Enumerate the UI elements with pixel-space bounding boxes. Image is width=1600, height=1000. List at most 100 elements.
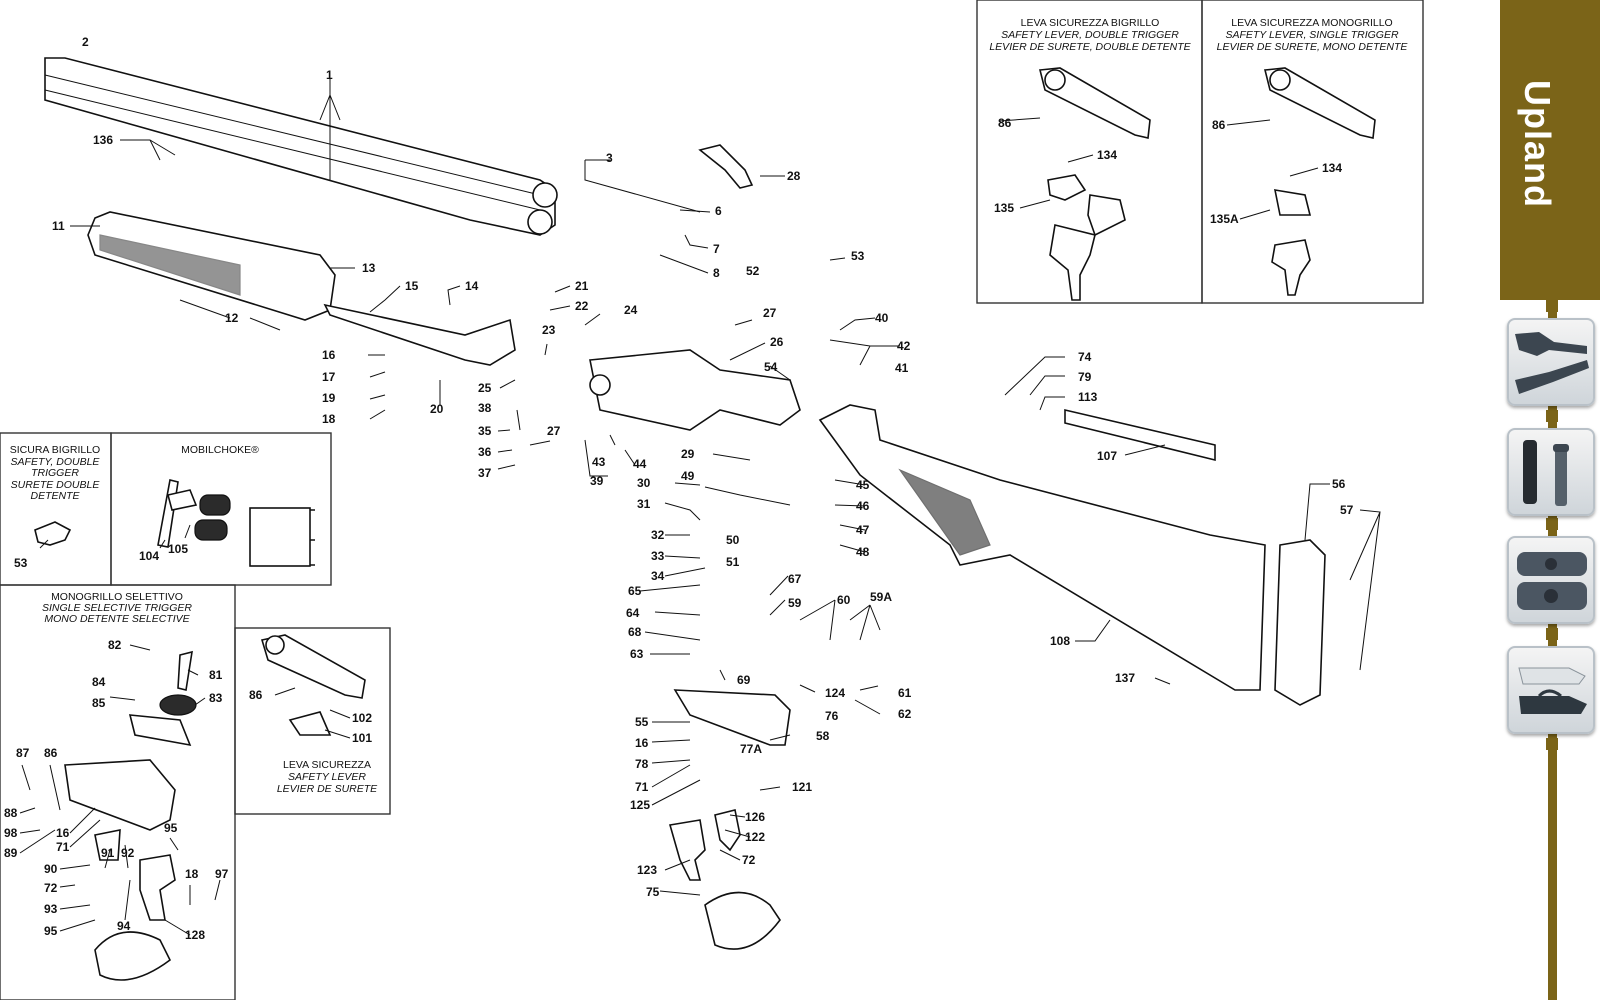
- callout-122: 122: [745, 830, 765, 844]
- callout-74: 74: [1078, 350, 1092, 364]
- callout-59: 59: [788, 596, 802, 610]
- callout-25: 25: [478, 381, 492, 395]
- exploded-parts-diagram: LEVA SICUREZZA BIGRILLO SAFETY LEVER, DO…: [0, 0, 1424, 1000]
- callout-28: 28: [787, 169, 801, 183]
- callout-29: 29: [681, 447, 695, 461]
- svg-text:SAFETY LEVER: SAFETY LEVER: [288, 771, 366, 783]
- callout-54: 54: [764, 360, 778, 374]
- callout-79: 79: [1078, 370, 1092, 384]
- triggers: [668, 809, 741, 881]
- thumbnail-choke-tubes[interactable]: [1507, 428, 1595, 516]
- svg-text:LEVA SICUREZZA: LEVA SICUREZZA: [283, 759, 371, 771]
- callout-31: 31: [637, 497, 651, 511]
- callout-42: 42: [897, 339, 911, 353]
- callout-101: 101: [352, 731, 372, 745]
- callout-16b: 16: [635, 736, 649, 750]
- callout-32: 32: [651, 528, 665, 542]
- sidebar-marker: [1546, 518, 1558, 530]
- callout-86-single: 86: [1212, 118, 1226, 132]
- callout-labels: 1 2 3 6 7 8 11 12 13 14 15 16 17 18 19 2…: [4, 35, 1354, 942]
- callout-12: 12: [225, 311, 239, 325]
- callout-78: 78: [635, 757, 649, 771]
- callout-67: 67: [788, 572, 802, 586]
- callout-47: 47: [856, 523, 870, 537]
- callout-30: 30: [637, 476, 651, 490]
- callout-38: 38: [478, 401, 492, 415]
- callout-64: 64: [626, 606, 640, 620]
- svg-text:SINGLE SELECTIVE TRIGGER: SINGLE SELECTIVE TRIGGER: [42, 602, 192, 614]
- callout-62: 62: [898, 707, 912, 721]
- callout-76: 76: [825, 709, 839, 723]
- receiver: [589, 349, 801, 431]
- callout-8: 8: [713, 266, 720, 280]
- thumbnail-stock-barrel[interactable]: [1507, 318, 1595, 406]
- callout-17: 17: [322, 370, 336, 384]
- callout-59a: 59A: [870, 590, 892, 604]
- callout-84: 84: [92, 675, 106, 689]
- callout-43: 43: [592, 455, 606, 469]
- callout-137: 137: [1115, 671, 1135, 685]
- callout-40: 40: [875, 311, 889, 325]
- callout-50: 50: [726, 533, 740, 547]
- svg-text:MONOGRILLO SELETTIVO: MONOGRILLO SELETTIVO: [51, 591, 183, 603]
- soft-gun-case-icon: [1518, 667, 1587, 714]
- callout-81: 81: [209, 668, 223, 682]
- callout-22: 22: [575, 299, 589, 313]
- svg-text:SICURA BIGRILLO: SICURA BIGRILLO: [10, 444, 100, 456]
- callout-77a: 77A: [740, 742, 762, 756]
- svg-text:LEVA SICUREZZA MONOGRILLO: LEVA SICUREZZA MONOGRILLO: [1231, 17, 1392, 29]
- callout-108: 108: [1050, 634, 1070, 648]
- callout-19: 19: [322, 391, 336, 405]
- inset-monogrillo-selettivo: MONOGRILLO SELETTIVO SINGLE SELECTIVE TR…: [0, 584, 236, 1000]
- inset-safety-lever-single-trigger: LEVA SICUREZZA MONOGRILLO SAFETY LEVER, …: [1201, 0, 1424, 304]
- choke-tubes-icon: [1523, 440, 1569, 506]
- svg-text:SURETE DOUBLE: SURETE DOUBLE: [11, 479, 101, 491]
- callout-55: 55: [635, 715, 649, 729]
- callout-53-sicura: 53: [14, 556, 28, 570]
- callout-57: 57: [1340, 503, 1354, 517]
- sidebar-marker: [1546, 300, 1558, 312]
- callout-124: 124: [825, 686, 845, 700]
- callout-104: 104: [139, 549, 159, 563]
- gun-case-icon: [1517, 552, 1587, 610]
- callout-97: 97: [215, 867, 229, 881]
- inset-mobilchoke: MOBILCHOKE®: [110, 432, 332, 586]
- recoil-pad: [1274, 539, 1326, 706]
- svg-text:DETENTE: DETENTE: [30, 490, 80, 502]
- svg-text:LEVIER DE SURETE, DOUBLE DETEN: LEVIER DE SURETE, DOUBLE DETENTE: [989, 41, 1191, 53]
- callout-136: 136: [93, 133, 113, 147]
- callout-93: 93: [44, 902, 58, 916]
- callout-75: 75: [646, 885, 660, 899]
- callout-56: 56: [1332, 477, 1346, 491]
- callout-94: 94: [117, 919, 131, 933]
- svg-text:TRIGGER: TRIGGER: [31, 467, 79, 479]
- callout-113: 113: [1078, 390, 1098, 404]
- callout-98: 98: [4, 826, 18, 840]
- callout-86-double: 86: [998, 116, 1012, 130]
- sidebar-title-band: Upland: [1500, 0, 1600, 300]
- callout-63: 63: [630, 647, 644, 661]
- callout-1: 1: [326, 68, 333, 82]
- callout-82: 82: [108, 638, 122, 652]
- callout-72: 72: [742, 853, 756, 867]
- callout-14: 14: [465, 279, 479, 293]
- callout-45: 45: [856, 478, 870, 492]
- svg-text:SAFETY LEVER, DOUBLE TRIGGER: SAFETY LEVER, DOUBLE TRIGGER: [1001, 29, 1179, 41]
- callout-36: 36: [478, 445, 492, 459]
- callout-121: 121: [792, 780, 812, 794]
- forend-iron: [323, 303, 516, 366]
- callout-65: 65: [628, 584, 642, 598]
- callout-49: 49: [681, 469, 695, 483]
- callout-18: 18: [322, 412, 336, 426]
- callout-58: 58: [816, 729, 830, 743]
- thumbnail-gun-case[interactable]: [1507, 536, 1595, 624]
- svg-text:LEVIER DE SURETE, MONO DETENTE: LEVIER DE SURETE, MONO DETENTE: [1217, 41, 1409, 53]
- callout-11: 11: [52, 219, 65, 233]
- callout-134-double: 134: [1097, 148, 1117, 162]
- thumbnail-soft-case[interactable]: [1507, 646, 1595, 734]
- callout-85: 85: [92, 696, 106, 710]
- callout-15: 15: [405, 279, 419, 293]
- sidebar-marker: [1546, 738, 1558, 750]
- callout-21: 21: [575, 279, 589, 293]
- callout-86-mono: 86: [44, 746, 58, 760]
